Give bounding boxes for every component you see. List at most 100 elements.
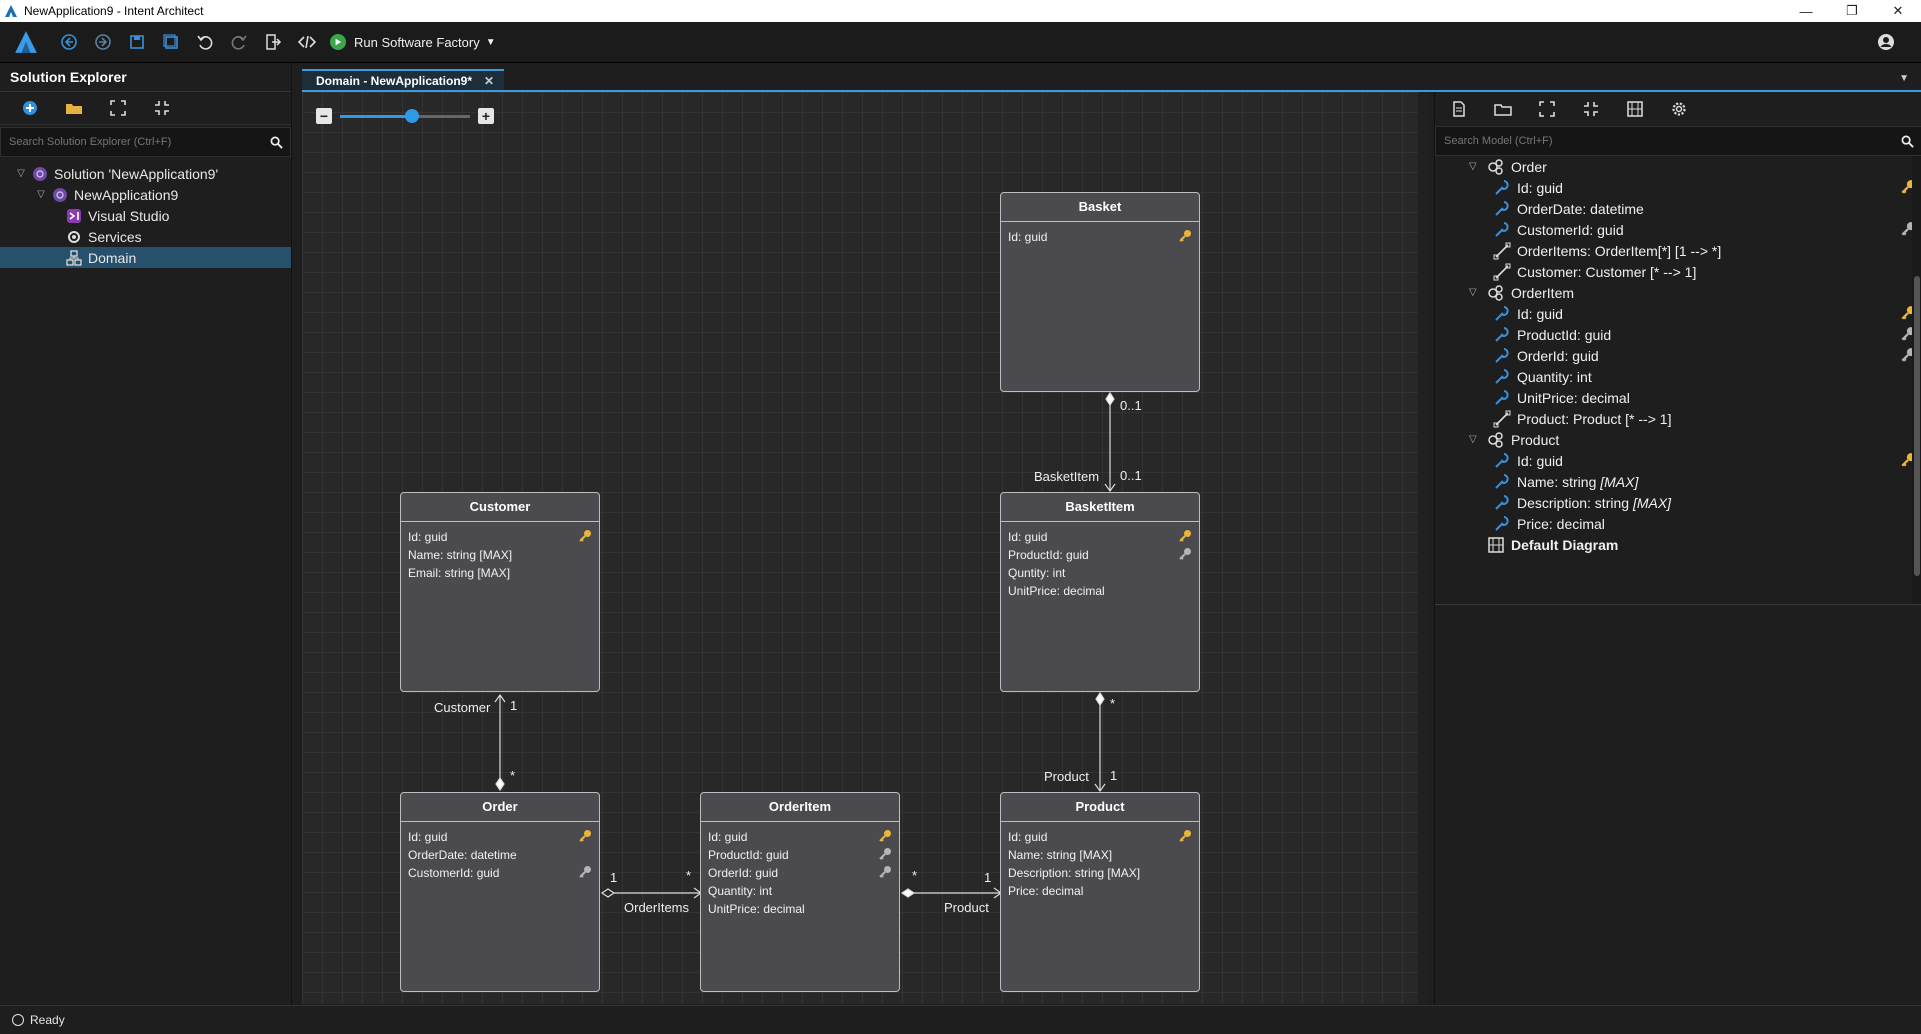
expand-toggle-icon[interactable]: ▽ [1469, 434, 1477, 445]
diagram-canvas[interactable]: − + [302, 92, 1428, 1004]
entity-attribute[interactable]: OrderId: guid [708, 864, 892, 882]
model-item-attribute[interactable]: ProductId: guid [1435, 324, 1921, 345]
entity-attribute[interactable]: Id: guid [1008, 228, 1192, 246]
model-scrollbar[interactable] [1912, 156, 1921, 604]
model-item-association[interactable]: Customer: Customer [* --> 1] [1435, 261, 1921, 282]
association-name-label[interactable]: BasketItem [1034, 469, 1100, 484]
entity-basketitem[interactable]: BasketItem Id: guid ProductId: guid Qunt… [1000, 492, 1200, 692]
model-item-attribute[interactable]: Quantity: int [1435, 366, 1921, 387]
forward-icon[interactable] [86, 26, 120, 58]
search-icon[interactable] [262, 129, 290, 155]
open-folder-icon[interactable] [52, 92, 96, 124]
model-item-attribute[interactable]: UnitPrice: decimal [1435, 387, 1921, 408]
association-name-label[interactable]: Product [944, 900, 989, 915]
zoom-slider[interactable] [340, 108, 470, 123]
model-item-attribute[interactable]: CustomerId: guid [1435, 219, 1921, 240]
model-item-attribute[interactable]: Description: string [MAX] [1435, 492, 1921, 513]
model-item-association[interactable]: OrderItems: OrderItem[*] [1 --> *] [1435, 240, 1921, 261]
canvas-scrollbar[interactable] [1418, 92, 1428, 1004]
entity-basket[interactable]: Basket Id: guid [1000, 192, 1200, 392]
model-search-input[interactable] [1436, 134, 1893, 148]
model-item-attribute[interactable]: Id: guid [1435, 450, 1921, 471]
entity-attribute[interactable]: CustomerId: guid [408, 864, 592, 882]
undo-icon[interactable] [188, 26, 222, 58]
collapse-all-icon[interactable] [140, 92, 184, 124]
entity-product[interactable]: Product Id: guid Name: string [MAX] Desc… [1000, 792, 1200, 992]
back-icon[interactable] [52, 26, 86, 58]
zoom-out-button[interactable]: − [316, 108, 332, 124]
entity-attribute[interactable]: Id: guid [708, 828, 892, 846]
entity-attribute[interactable]: ProductId: guid [708, 846, 892, 864]
export-icon[interactable] [256, 26, 290, 58]
entity-attribute[interactable]: Name: string [MAX] [408, 546, 592, 564]
entity-attribute[interactable]: Price: decimal [1008, 882, 1192, 900]
save-icon[interactable] [120, 26, 154, 58]
model-item-attribute[interactable]: Price: decimal [1435, 513, 1921, 534]
entity-attribute[interactable]: Description: string [MAX] [1008, 864, 1192, 882]
zoom-slider-handle[interactable] [404, 108, 419, 123]
save-all-icon[interactable] [154, 26, 188, 58]
solution-search-input[interactable] [1, 135, 262, 149]
model-item-diagram[interactable]: Default Diagram [1435, 534, 1921, 555]
model-item-attribute[interactable]: Id: guid [1435, 177, 1921, 198]
entity-attribute[interactable]: Name: string [MAX] [1008, 846, 1192, 864]
tree-item-solution[interactable]: ▽ Solution 'NewApplication9' [0, 163, 291, 184]
entity-attribute[interactable]: ProductId: guid [1008, 546, 1192, 564]
model-item-attribute[interactable]: OrderId: guid [1435, 345, 1921, 366]
tree-item-application[interactable]: ▽ NewApplication9 [0, 184, 291, 205]
multiplicity-label: * [510, 768, 516, 783]
run-software-factory-button[interactable]: Run Software Factory ▼ [330, 34, 496, 50]
entity-attribute[interactable]: Id: guid [1008, 828, 1192, 846]
tree-item-services[interactable]: Services [0, 226, 291, 247]
entity-attribute[interactable]: Quntity: int [1008, 564, 1192, 582]
entity-attribute[interactable]: Id: guid [1008, 528, 1192, 546]
minimize-icon[interactable]: — [1799, 3, 1813, 19]
code-icon[interactable] [290, 26, 324, 58]
model-item-class[interactable]: ▽ OrderItem [1435, 282, 1921, 303]
model-item-attribute[interactable]: Name: string [MAX] [1435, 471, 1921, 492]
expand-all-icon[interactable] [96, 92, 140, 124]
model-item-attribute[interactable]: Id: guid [1435, 303, 1921, 324]
entity-attribute[interactable]: Id: guid [408, 528, 592, 546]
entity-customer[interactable]: Customer Id: guid Name: string [MAX] Ema… [400, 492, 600, 692]
new-file-icon[interactable] [1437, 93, 1481, 125]
redo-icon[interactable] [222, 26, 256, 58]
restore-icon[interactable]: ❐ [1846, 3, 1858, 18]
entity-attribute[interactable]: UnitPrice: decimal [1008, 582, 1192, 600]
tree-item-domain[interactable]: Domain [0, 247, 291, 268]
model-item-association[interactable]: Product: Product [* --> 1] [1435, 408, 1921, 429]
entity-orderitem[interactable]: OrderItem Id: guid ProductId: guid Order… [700, 792, 900, 992]
add-icon[interactable] [8, 92, 52, 124]
collapse-all-icon[interactable] [1569, 93, 1613, 125]
tree-item-visual-studio[interactable]: Visual Studio [0, 205, 291, 226]
entity-attribute[interactable]: Email: string [MAX] [408, 564, 592, 582]
model-item-class[interactable]: ▽ Order [1435, 156, 1921, 177]
user-account-icon[interactable] [1877, 33, 1895, 56]
association-name-label[interactable]: Product [1044, 769, 1089, 784]
entity-attribute[interactable]: Quantity: int [708, 882, 892, 900]
chevron-down-icon[interactable]: ▼ [485, 36, 496, 48]
zoom-in-button[interactable]: + [478, 108, 494, 124]
scrollbar-thumb[interactable] [1914, 276, 1920, 576]
entity-attribute[interactable]: OrderDate: datetime [408, 846, 592, 864]
tab-domain[interactable]: Domain - NewApplication9* ✕ [302, 69, 505, 91]
expand-toggle-icon[interactable]: ▽ [1469, 287, 1477, 298]
model-item-attribute[interactable]: OrderDate: datetime [1435, 198, 1921, 219]
model-item-class[interactable]: ▽ Product [1435, 429, 1921, 450]
open-folder-icon[interactable] [1481, 93, 1525, 125]
entity-attribute[interactable]: Id: guid [408, 828, 592, 846]
expand-toggle-icon[interactable]: ▽ [1469, 161, 1477, 172]
association-name-label[interactable]: OrderItems [624, 900, 690, 915]
entity-order[interactable]: Order Id: guid OrderDate: datetime Custo… [400, 792, 600, 992]
association-name-label[interactable]: Customer [434, 700, 491, 715]
diagram-icon[interactable] [1613, 93, 1657, 125]
entity-attribute[interactable]: UnitPrice: decimal [708, 900, 892, 918]
gear-icon[interactable] [1657, 93, 1701, 125]
expand-toggle-icon[interactable]: ▽ [37, 189, 45, 200]
expand-all-icon[interactable] [1525, 93, 1569, 125]
tab-overflow-icon[interactable]: ▼ [1899, 73, 1909, 84]
close-icon[interactable]: ✕ [1892, 3, 1904, 18]
search-icon[interactable] [1893, 128, 1921, 154]
expand-toggle-icon[interactable]: ▽ [17, 168, 25, 179]
close-tab-icon[interactable]: ✕ [484, 74, 495, 88]
